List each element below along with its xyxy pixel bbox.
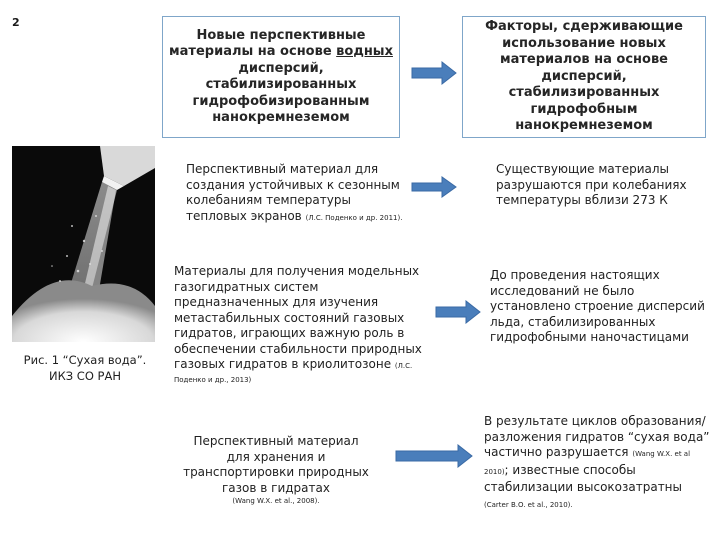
row3-left-citation: (Wang W.X. et al., 2008). xyxy=(232,497,320,505)
dry-water-photo xyxy=(12,146,155,342)
header-right-text: Факторы, сдерживающие использование новы… xyxy=(485,19,683,134)
photo-caption-line2: ИКЗ СО РАН xyxy=(49,369,121,383)
row3-right: В результате циклов образования/разложен… xyxy=(484,414,710,510)
underlined-word: водных xyxy=(336,44,393,59)
row2-left-citation: Поденко и др., 2013) xyxy=(174,375,252,384)
row1-left-citation: (Л.С. Поденко и др. 2011). xyxy=(305,213,403,222)
row3-left-text: Перспективный материал для хранения и тр… xyxy=(183,434,369,495)
header-left-box: Новые перспективные материалы на основе … xyxy=(162,16,400,138)
row1-left-text: Перспективный материал для создания усто… xyxy=(186,162,400,223)
row1-right: Существующие материалы разрушаются при к… xyxy=(496,162,687,207)
photo-caption: Рис. 1 “Сухая вода”. ИКЗ СО РАН xyxy=(22,352,148,384)
row3-arrow-icon xyxy=(395,444,473,468)
row1-arrow-icon xyxy=(411,176,457,198)
row3-right-text-2: ; известные способы стабилизации высокоз… xyxy=(484,462,683,495)
row1-left: Перспективный материал для создания усто… xyxy=(186,162,408,226)
row3-right-text-1: В результате циклов образования/разложен… xyxy=(484,414,710,459)
row2-right: До проведения настоящих исследований не … xyxy=(490,268,705,344)
header-arrow-icon xyxy=(411,60,457,86)
row3-right-citation-inline: (Wang W.X. et al 2010) xyxy=(484,450,691,476)
row3-left: Перспективный материал для хранения и тр… xyxy=(180,434,372,506)
row2-arrow-icon xyxy=(435,300,481,324)
slide-number: 2 xyxy=(12,16,20,29)
header-right-box: Факторы, сдерживающие использование новы… xyxy=(462,16,706,138)
row2-left-citation-inline: (Л.С. xyxy=(394,362,413,370)
row2-left: Материалы для получения модельных газоги… xyxy=(174,264,434,385)
row2-left-text: Материалы для получения модельных газоги… xyxy=(174,264,422,371)
row3-right-citation: (Carter B.O. et al., 2010). xyxy=(484,500,573,509)
header-left-text: Новые перспективные материалы на основе … xyxy=(169,27,393,126)
photo-caption-line1: Рис. 1 “Сухая вода”. xyxy=(23,353,147,367)
